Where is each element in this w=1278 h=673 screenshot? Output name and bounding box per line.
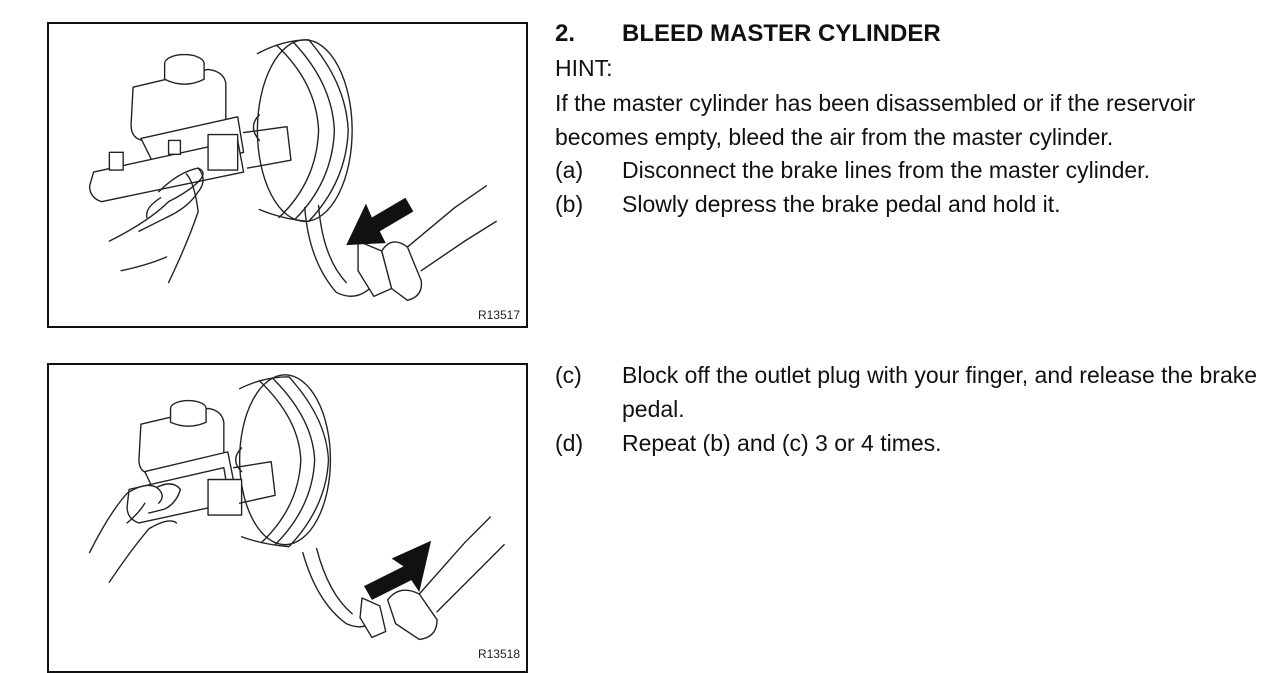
section-title: BLEED MASTER CYLINDER: [622, 20, 941, 47]
step-c: (c) Block off the outlet plug with your …: [555, 358, 1275, 426]
master-cylinder-illustration-1: [88, 39, 497, 302]
step-label: (d): [555, 430, 584, 456]
step-label: (a): [555, 157, 584, 183]
section-heading: 2. BLEED MASTER CYLINDER: [555, 17, 941, 51]
release-arrow-icon: [364, 540, 432, 600]
figure-code: R13517: [477, 308, 520, 322]
step-b: (b) Slowly depress the brake pedal and h…: [555, 187, 1275, 221]
step-label: (b): [555, 191, 584, 217]
step-label: (c): [555, 362, 582, 388]
hint-label: HINT:: [555, 55, 613, 81]
master-cylinder-drawing: [88, 53, 292, 203]
brake-booster-drawing: [234, 374, 332, 548]
brake-booster-drawing: [252, 39, 353, 223]
master-cylinder-drawing: [126, 399, 276, 524]
brake-pedal-drawing: [302, 516, 505, 641]
section-number: 2.: [555, 20, 576, 47]
master-cylinder-illustration-2: [88, 374, 505, 641]
step-d: (d) Repeat (b) and (c) 3 or 4 times.: [555, 426, 1275, 460]
step-text: Block off the outlet plug with your fing…: [622, 362, 1258, 422]
hand-drawing: [88, 483, 182, 583]
hint-text: If the master cylinder has been disassem…: [555, 90, 1196, 150]
step-text: Repeat (b) and (c) 3 or 4 times.: [622, 430, 942, 456]
brake-pedal-drawing: [304, 185, 497, 302]
step-text: Disconnect the brake lines from the mast…: [622, 157, 1150, 183]
figure-depress-pedal: R13517: [47, 22, 528, 328]
figure-release-pedal: R13518: [47, 363, 528, 673]
step-text: Slowly depress the brake pedal and hold …: [622, 191, 1061, 217]
step-a: (a) Disconnect the brake lines from the …: [555, 153, 1275, 187]
figure-code: R13518: [477, 647, 520, 661]
depress-arrow-icon: [346, 197, 414, 246]
hand-drawing: [108, 167, 204, 284]
